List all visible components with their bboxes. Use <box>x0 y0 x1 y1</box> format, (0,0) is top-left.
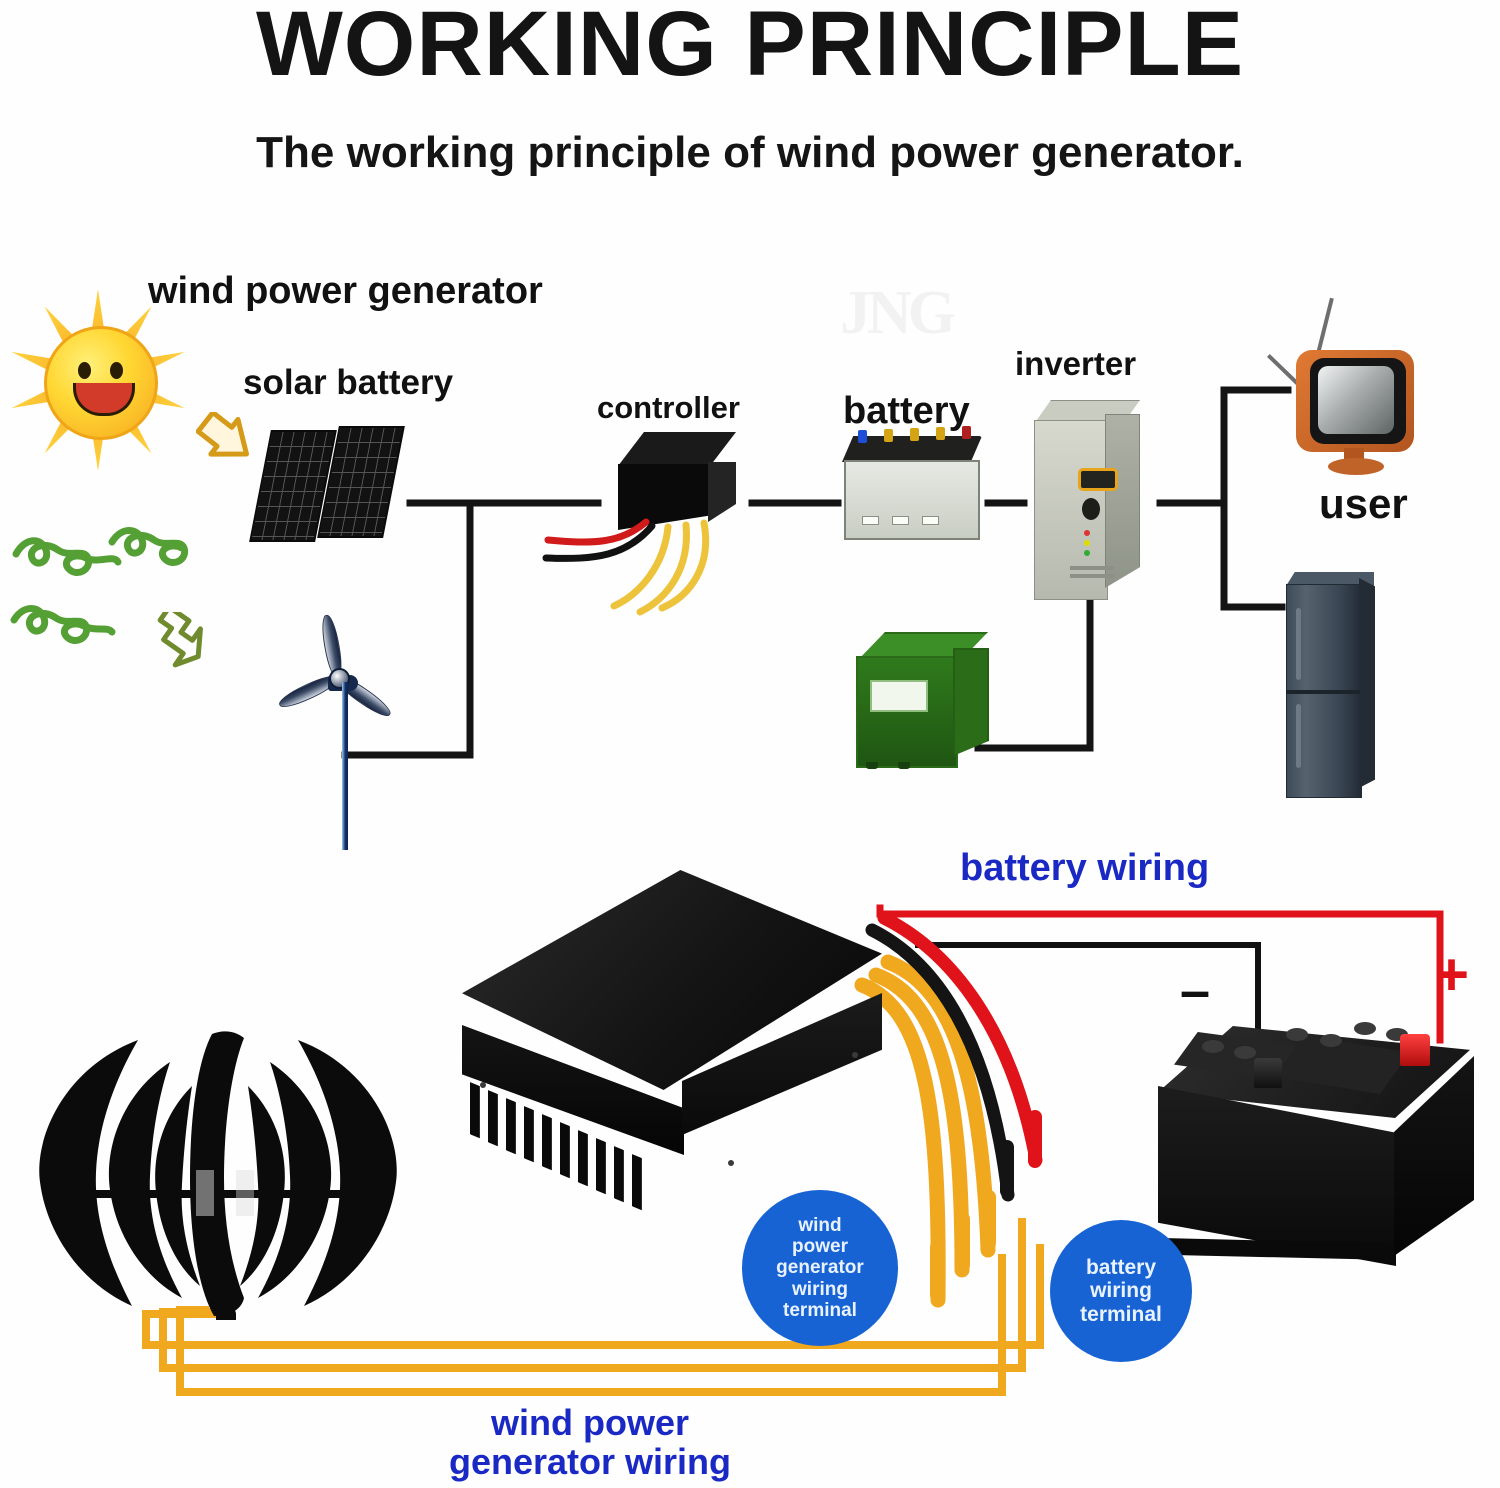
label-wind-power-generator-wiring: wind power generator wiring <box>448 1402 732 1482</box>
label-wind-power-generator: wind power generator <box>148 270 543 312</box>
wind-swirl-icon <box>10 528 160 590</box>
wind-swirl-icon <box>8 600 158 662</box>
label-user: user <box>1319 480 1408 527</box>
green-arrow-icon <box>146 604 210 675</box>
callout-text: wind power generator wiring terminal <box>776 1214 864 1321</box>
wind-swirl-icon <box>108 520 248 580</box>
negative-sign-label: – <box>1180 961 1211 1021</box>
battery-positive-terminal <box>1400 1034 1430 1066</box>
label-battery: battery <box>843 390 970 432</box>
car-battery-icon <box>1158 1010 1488 1310</box>
page-title: WORKING PRINCIPLE <box>255 0 1245 95</box>
label-battery-wiring: battery wiring <box>960 847 1210 889</box>
charge-controller-icon <box>432 870 892 1270</box>
callout-wind-generator-wiring-terminal: wind power generator wiring terminal <box>744 1192 896 1344</box>
horizontal-axis-wind-turbine-icon <box>276 613 408 850</box>
callout-text: battery wiring terminal <box>1080 1255 1162 1326</box>
callout-battery-wiring-terminal: battery wiring terminal <box>1052 1222 1190 1360</box>
brand-watermark: JNG <box>840 279 956 347</box>
label-inverter: inverter <box>1015 345 1137 382</box>
sun-icon <box>18 289 178 460</box>
vertical-axis-wind-turbine-icon <box>20 1020 420 1330</box>
page-subtitle: The working principle of wind power gene… <box>256 128 1244 177</box>
label-solar-battery: solar battery <box>243 363 454 402</box>
gold-arrow-icon <box>195 410 258 475</box>
positive-sign-label: + <box>1434 941 1470 1008</box>
label-controller: controller <box>597 390 740 425</box>
battery-negative-terminal <box>1254 1058 1282 1088</box>
